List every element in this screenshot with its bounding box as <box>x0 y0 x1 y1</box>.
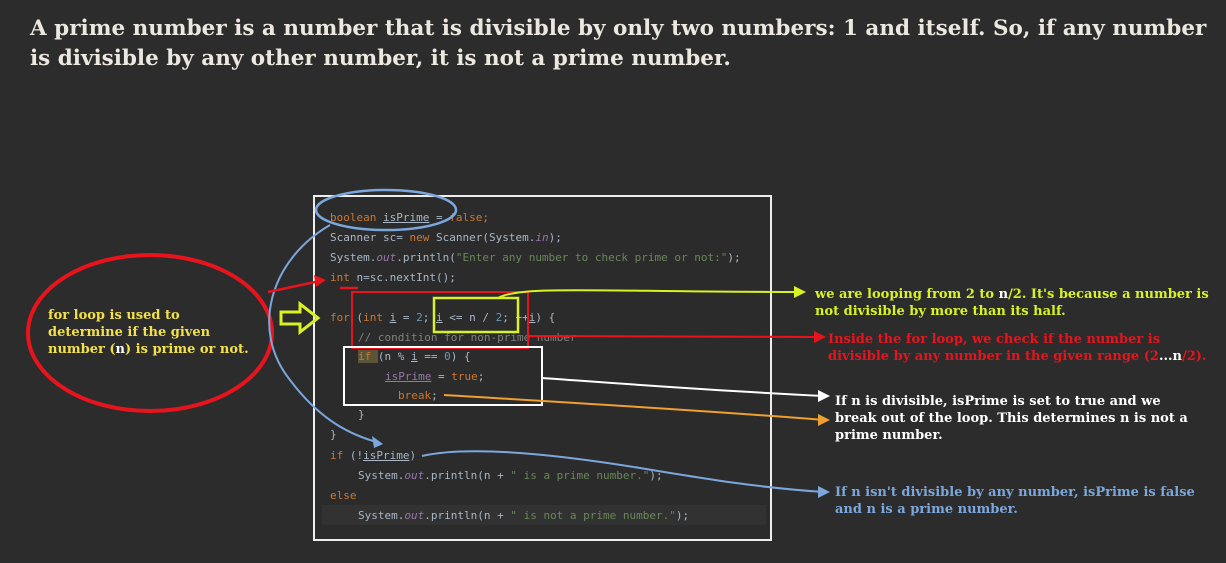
isprime-link-arrowhead <box>372 436 383 448</box>
code-line-6: // condition for non-prime number <box>358 331 577 344</box>
inside-loop-note: Inside the for loop, we check if the num… <box>828 332 1207 364</box>
int-n-arrow <box>267 279 321 294</box>
loop-range-arrowhead <box>794 286 806 298</box>
condition-box <box>432 296 520 334</box>
for-hollow-arrow <box>279 300 321 336</box>
code-line-1: boolean isPrime = false; <box>330 211 489 224</box>
code-line-3: System.out.println("Enter any number to … <box>330 251 741 264</box>
not-divisible-arrow <box>421 450 825 493</box>
loop-range-arrow <box>497 289 801 299</box>
code-line-13: System.out.println(n + " is a prime numb… <box>358 469 663 482</box>
code-line-10: } <box>358 408 365 421</box>
current-line-highlight <box>322 505 766 525</box>
divisible-note: If n is divisible, isPrime is set to tru… <box>835 394 1188 443</box>
code-line-14: else <box>330 489 357 502</box>
inside-loop-arrow <box>527 335 821 338</box>
not-divisible-arrowhead <box>818 486 830 498</box>
code-line-15: System.out.println(n + " is not a prime … <box>358 509 690 522</box>
divisible-arrowhead <box>818 390 830 402</box>
code-line-8: isPrime = true; <box>385 370 485 383</box>
left-note-ellipse <box>26 253 274 413</box>
code-line-9: break; <box>398 389 438 402</box>
if-block-box <box>343 346 543 406</box>
code-line-11: } <box>330 428 337 441</box>
break-arrowhead <box>818 414 830 426</box>
page-heading: A prime number is a number that is divis… <box>30 16 1207 71</box>
isprime-decl-ellipse <box>314 188 458 232</box>
code-panel <box>313 195 772 541</box>
not-divisible-note: If n isn't divisible by any number, isPr… <box>835 485 1195 517</box>
code-line-2: Scanner sc= new Scanner(System.in); <box>330 231 562 244</box>
divisible-arrow <box>541 377 825 397</box>
code-line-12: if (!isPrime) <box>330 449 417 462</box>
code-line-7: if (n % i == 0) { <box>358 350 471 363</box>
isprime-link-curve <box>268 224 381 444</box>
left-note: for loop is used to determine if the giv… <box>48 308 249 357</box>
break-arrow <box>443 394 825 421</box>
int-n-arrowhead <box>314 275 326 287</box>
code-line-4: int n=sc.nextInt(); <box>330 271 456 284</box>
inside-loop-arrowhead <box>814 331 826 343</box>
loop-range-note: we are looping from 2 to n/2. It's becau… <box>815 287 1209 319</box>
for-loop-box <box>351 291 529 349</box>
